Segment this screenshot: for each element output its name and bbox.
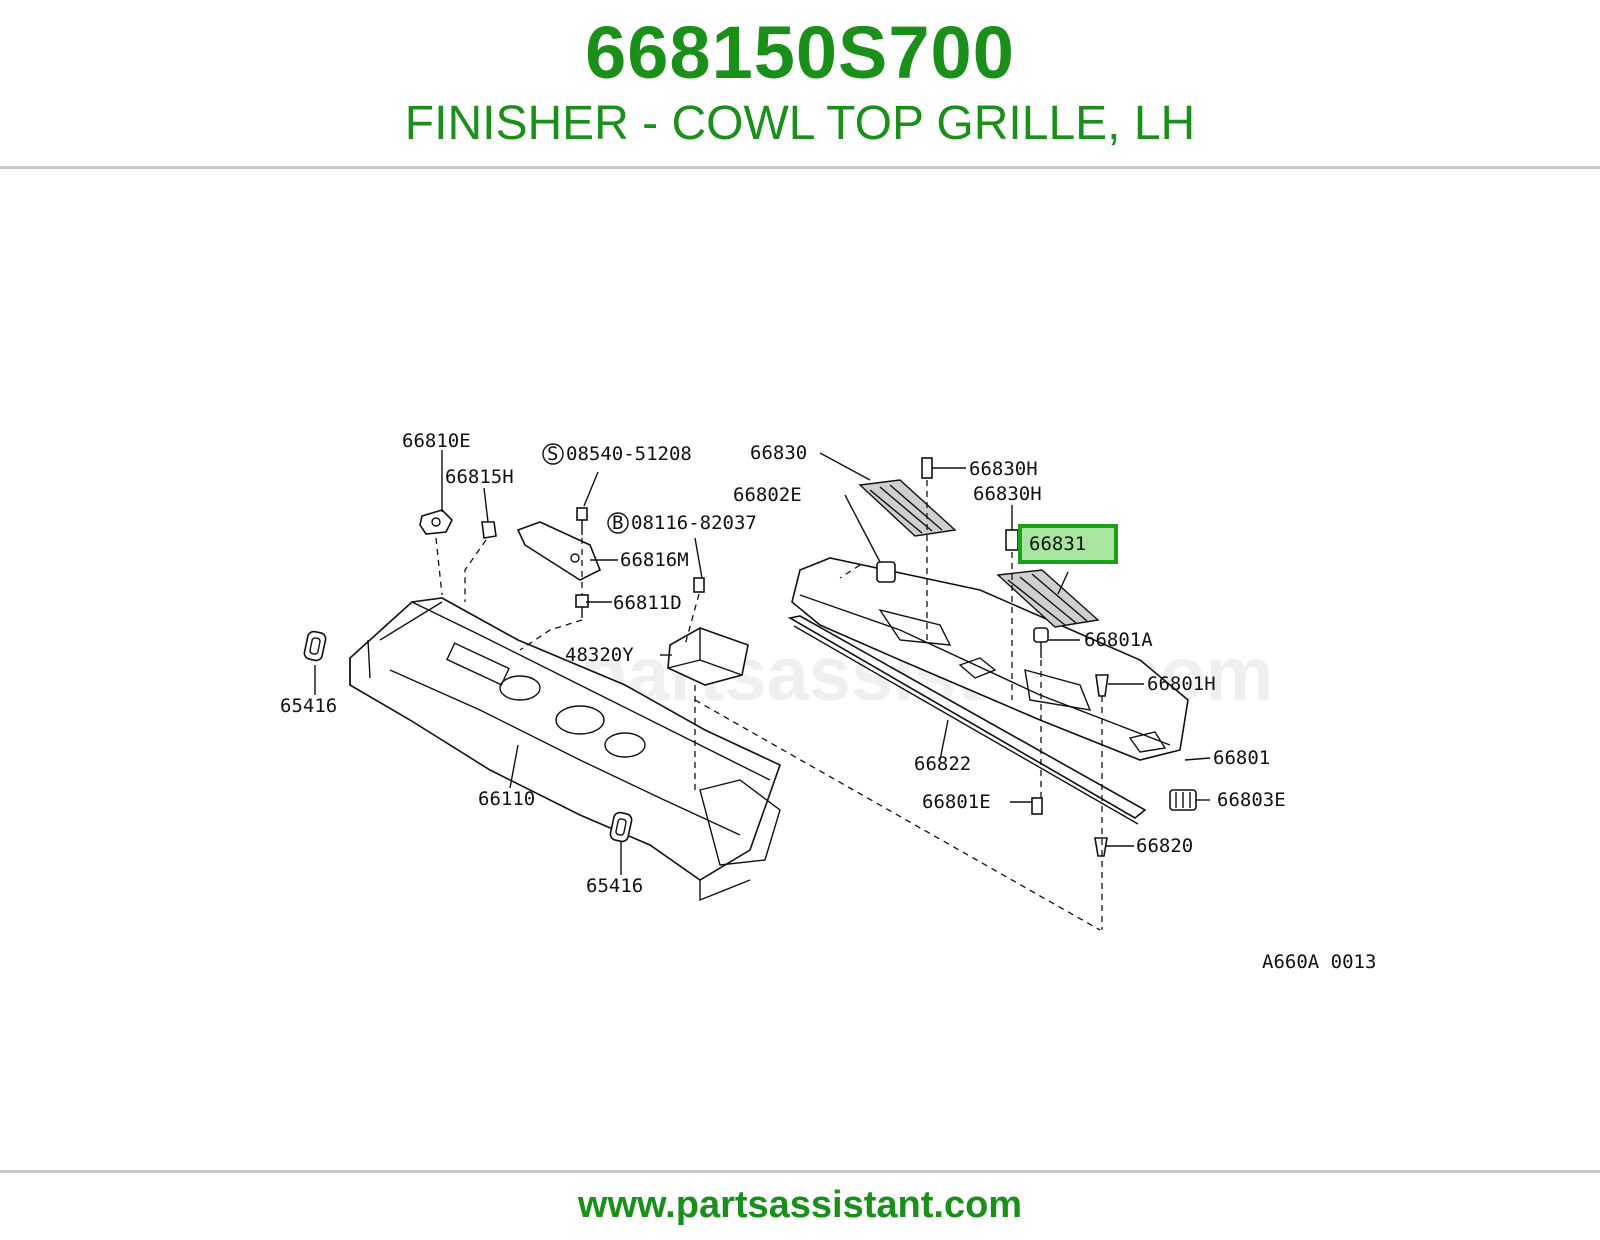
label-prefix-s: S xyxy=(547,443,558,465)
grille-insert-66831[interactable] xyxy=(996,569,1100,628)
label-48320Y: 48320Y xyxy=(565,644,634,666)
clip-66820[interactable] xyxy=(1094,837,1108,857)
footer-website-link[interactable]: www.partsassistant.com xyxy=(577,1184,1023,1226)
footer-divider xyxy=(0,1170,1600,1173)
bolt-66811D[interactable] xyxy=(575,594,589,618)
label-66830: 66830 xyxy=(750,442,807,464)
part-number-title: 668150S700 xyxy=(585,11,1015,94)
seal-66822[interactable] xyxy=(787,615,1147,825)
grille-insert-66830[interactable] xyxy=(858,479,957,537)
label-08540-51208: 08540-51208 xyxy=(566,443,692,465)
bolt-08116-82037[interactable] xyxy=(693,577,705,593)
bracket-66816M[interactable] xyxy=(516,521,602,581)
clip-66830H-lower[interactable] xyxy=(1005,529,1019,551)
label-66802E: 66802E xyxy=(733,484,802,506)
circle-marker-b xyxy=(607,512,629,534)
label-66110: 66110 xyxy=(478,788,535,810)
label-66831[interactable]: 66831 xyxy=(1029,533,1086,555)
duct-48320Y[interactable] xyxy=(667,627,749,686)
cowl-top-grille-66801[interactable] xyxy=(791,557,1189,761)
figure-code: A660A 0013 xyxy=(1262,951,1376,973)
label-08116-82037: 08116-82037 xyxy=(631,512,757,534)
grommet-65416-left[interactable] xyxy=(303,630,327,662)
clip-66815H[interactable] xyxy=(481,521,497,539)
highlight-box-66831[interactable] xyxy=(1018,524,1118,564)
clip-66810E[interactable] xyxy=(419,509,453,535)
clip-66830H-upper[interactable] xyxy=(921,457,933,479)
label-65416-left: 65416 xyxy=(280,695,337,717)
part-name-subtitle: FINISHER - COWL TOP GRILLE, LH xyxy=(404,97,1196,150)
label-66816M: 66816M xyxy=(620,549,689,571)
label-66820: 66820 xyxy=(1136,835,1193,857)
header-divider xyxy=(0,166,1600,169)
page-header: 668150S700 FINISHER - COWL TOP GRILLE, L… xyxy=(0,0,1600,168)
label-66822: 66822 xyxy=(914,753,971,775)
parts-diagram-svg: www.partsassistant.com xyxy=(280,430,1376,973)
label-66810E: 66810E xyxy=(402,430,471,452)
circle-marker-s xyxy=(542,443,564,465)
label-66803E: 66803E xyxy=(1217,789,1286,811)
label-66801H: 66801H xyxy=(1147,673,1216,695)
screw-08540-51208[interactable] xyxy=(576,507,588,535)
grommet-65416-bottom[interactable] xyxy=(609,811,633,843)
cowl-top-panel-66110[interactable] xyxy=(349,597,781,902)
clip-66801A[interactable] xyxy=(1033,627,1049,658)
label-prefix-b: B xyxy=(612,512,623,534)
label-66811D: 66811D xyxy=(613,592,682,614)
clip-66801H[interactable] xyxy=(1095,674,1109,697)
label-66801: 66801 xyxy=(1213,747,1270,769)
label-66801E: 66801E xyxy=(922,791,991,813)
label-65416-bottom: 65416 xyxy=(586,875,643,897)
clip-66803E[interactable] xyxy=(1169,789,1197,811)
clip-66801E[interactable] xyxy=(1031,797,1043,815)
label-66801A: 66801A xyxy=(1084,629,1153,651)
clip-66802E[interactable] xyxy=(876,561,896,583)
label-66830H-upper: 66830H xyxy=(969,458,1038,480)
parts-diagram: www.partsassistant.com xyxy=(180,340,1420,1010)
label-66815H: 66815H xyxy=(445,466,514,488)
label-66830H-lower: 66830H xyxy=(973,483,1042,505)
